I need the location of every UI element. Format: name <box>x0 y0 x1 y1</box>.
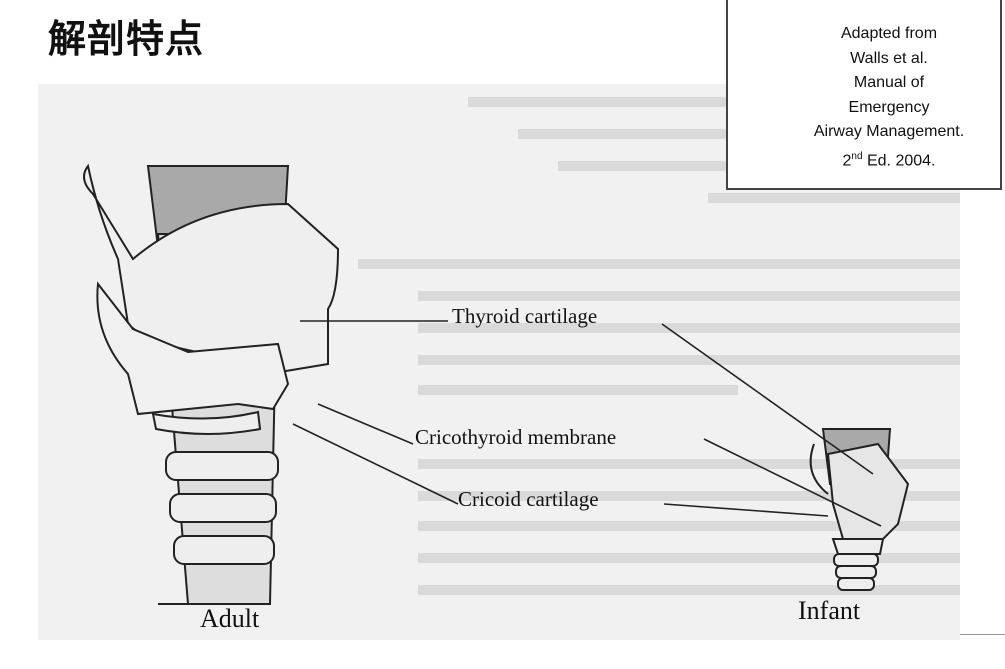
citation-line: Airway Management. <box>813 123 965 140</box>
label-cricothyroid-membrane: Cricothyroid membrane <box>415 425 617 449</box>
citation-line: Emergency <box>848 98 930 116</box>
citation-edition: 2nd Ed. 2004. <box>778 145 1000 174</box>
label-cricoid-cartilage: Cricoid cartilage <box>458 487 599 511</box>
label-thyroid-cartilage: Thyroid cartilage <box>452 304 598 328</box>
label-infant: Infant <box>798 596 861 625</box>
larynx-illustration <box>83 97 960 605</box>
citation-box: Adapted from Walls et al. Manual of Emer… <box>726 0 1002 190</box>
citation-line: Adapted from <box>840 25 938 42</box>
leader-lines <box>292 320 882 527</box>
edition-suffix: nd <box>851 150 863 162</box>
edition-text: Ed. 2004. <box>862 151 936 169</box>
edition-number: 2 <box>842 151 852 169</box>
label-adult: Adult <box>200 604 260 633</box>
citation-line: Walls et al. <box>850 49 928 67</box>
infant-larynx <box>809 428 910 591</box>
divider <box>960 634 1005 635</box>
adult-larynx <box>83 163 340 605</box>
citation-line: Manual of <box>853 74 925 91</box>
slide-title: 解剖特点 <box>48 17 205 61</box>
